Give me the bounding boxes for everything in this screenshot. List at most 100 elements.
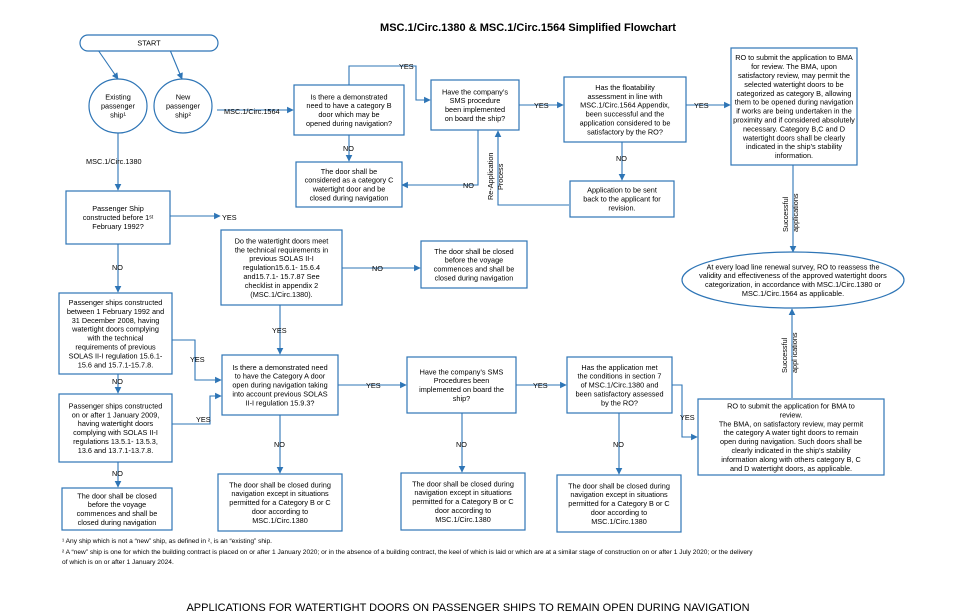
node-text-line: and15.7.1- 15.7.87 See bbox=[243, 272, 319, 281]
node-text-line: 13.6 and 13.7.1-13.7.8. bbox=[78, 446, 153, 455]
node-text-line: Have the company’s SMS bbox=[420, 367, 504, 376]
node-text-line: the technical requirements in bbox=[235, 245, 328, 254]
node-text-line: on board the ship? bbox=[445, 114, 505, 123]
node-text-line: SOLAS II-I regulation 15.6.1- bbox=[69, 351, 163, 360]
node-text-line: watertight door and be bbox=[312, 185, 386, 194]
node-text-line: if works are being undertaken in the bbox=[736, 107, 852, 116]
node-text-line: complying with SOLAS II-I bbox=[73, 428, 158, 437]
node-text-line: closed during navigation bbox=[78, 518, 157, 527]
node-text-line: closed during navigation bbox=[435, 273, 514, 282]
node-text-line: the category A water tight doors to rema… bbox=[724, 428, 859, 437]
label-yes-1992: YES bbox=[222, 213, 237, 222]
chart-title: MSC.1/Circ.1380 & MSC.1/Circ.1564 Simpli… bbox=[380, 22, 676, 34]
label-no-2009: NO bbox=[112, 469, 123, 478]
node-text-line: checklist in appendix 2 bbox=[245, 281, 318, 290]
bottom-caption: APPLICATIONS FOR WATERTIGHT DOORS ON PAS… bbox=[186, 602, 749, 614]
node-text-line: clearly indicated in the ship’s stabilit… bbox=[731, 446, 850, 455]
node-text-line: door according to bbox=[435, 506, 491, 515]
node-text-line: MSC.1/Circ.1380 bbox=[591, 517, 647, 526]
node-text-line: constructed before 1ˢᵗ bbox=[83, 213, 154, 222]
label-circ1380: MSC.1/Circ.1380 bbox=[86, 157, 142, 166]
node-text-line: with the technical bbox=[87, 334, 144, 343]
node-text-line: SMS procedure bbox=[450, 96, 501, 105]
node-text-line: of MSC.1/Circ.1380 and bbox=[581, 381, 659, 390]
node-text-line: application considered to be bbox=[580, 118, 671, 127]
edge-start-new bbox=[169, 49, 183, 80]
node-text: START bbox=[137, 39, 161, 48]
node-text-line: before the voyage bbox=[88, 500, 146, 509]
node-text-line: II-I regulation 15.9.3? bbox=[246, 398, 315, 407]
node-text-line: need to have a category B bbox=[306, 101, 391, 110]
node-text-line: Passenger Ship bbox=[92, 204, 144, 213]
node-text-line: watertight doors shall be clearly bbox=[742, 133, 846, 142]
label-no-sms-top: NO bbox=[463, 181, 474, 190]
edge-ships2009-cata bbox=[172, 392, 222, 425]
node-text-line: Have the company’s bbox=[442, 87, 508, 96]
node-text-line: permitted for a Category B or C bbox=[412, 497, 513, 506]
node-text-line: implemented on board the bbox=[419, 385, 504, 394]
node-text-line: START bbox=[137, 39, 161, 48]
node-text-line: 15.6 and 15.7.1-15.7.8. bbox=[78, 360, 153, 369]
node-text-line: February 1992? bbox=[92, 222, 144, 231]
node-text-line: commences and shall be bbox=[77, 509, 158, 518]
node-text-line: MSC.1/Circ.1380 bbox=[252, 516, 308, 525]
node-text-line: been implemented bbox=[445, 105, 505, 114]
node-text-line: Is there a demonstrated bbox=[310, 92, 387, 101]
node-text-line: to have the Category A door bbox=[235, 372, 326, 381]
node-text-line: between 1 February 1992 and bbox=[67, 307, 164, 316]
node-text-line: Passenger ships constructed bbox=[69, 401, 163, 410]
node-text-line: Application to be sent bbox=[587, 186, 657, 195]
node-text-line: passenger bbox=[166, 102, 201, 111]
label-yes-catb: YES bbox=[399, 62, 414, 71]
node-text-line: and D watertight doors, as applicable. bbox=[730, 464, 852, 473]
node-text-line: Do the watertight doors meet bbox=[235, 236, 329, 245]
node-text-line: considered as a category C bbox=[305, 176, 394, 185]
node-text-line: categorization, in accordance with MSC.1… bbox=[705, 280, 882, 289]
node-text-line: MSC.1/Circ.1564 Appendix, bbox=[580, 101, 670, 110]
node-text-line: by the RO? bbox=[601, 398, 638, 407]
node-text-line: ship? bbox=[453, 394, 470, 403]
node-text-line: At every load line renewal survey, RO to… bbox=[706, 262, 879, 271]
node-text-line: assessment in line with bbox=[587, 92, 662, 101]
edge-catb-sms-top bbox=[348, 65, 431, 104]
node-text-line: validity and effectiveness of the approv… bbox=[699, 271, 887, 280]
edge-labels: MSC.1/Circ.1564 MSC.1/Circ.1380 YES NO Y… bbox=[86, 62, 800, 478]
label-yes-tech: YES bbox=[272, 326, 287, 335]
node-text-line: proximity and if considered absolutely bbox=[733, 116, 855, 125]
label-no-float: NO bbox=[616, 154, 627, 163]
edge-sms-top-catc bbox=[401, 130, 479, 189]
label-successful-bottom: Successful bbox=[780, 337, 789, 373]
node-text-line: the conditions in section 7 bbox=[578, 372, 662, 381]
node-text-line: MSC.1/Circ.1564 as applicable. bbox=[742, 289, 844, 298]
renewal-survey-node: At every load line renewal survey, RO to… bbox=[681, 251, 905, 309]
node-text-line: having watertight doors bbox=[78, 419, 154, 428]
node-text-line: The door shall be closed bbox=[77, 491, 157, 500]
node-text-line: ship² bbox=[175, 111, 191, 120]
label-yes-9208: YES bbox=[190, 355, 205, 364]
node-text-line: selected watertight doors to be bbox=[744, 80, 843, 89]
label-no-1992: NO bbox=[112, 263, 123, 272]
